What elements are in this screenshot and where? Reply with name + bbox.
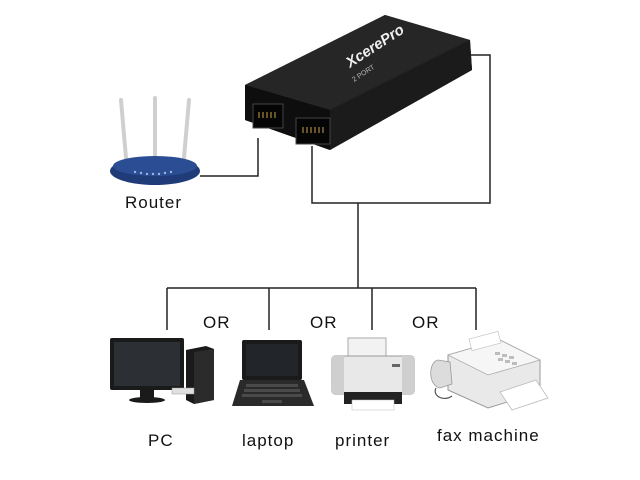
pc-label: PC xyxy=(148,431,174,450)
fax-machine-icon xyxy=(430,330,549,411)
laptop-label: laptop xyxy=(242,431,295,450)
port-right xyxy=(295,117,331,145)
port-left xyxy=(252,103,284,129)
printer-icon xyxy=(331,337,415,411)
fax-machine-label: fax machine xyxy=(437,426,540,445)
or-label-1: OR xyxy=(203,313,231,332)
router-link-line xyxy=(200,138,259,177)
laptop-icon xyxy=(232,340,314,406)
connection-lines xyxy=(166,54,491,330)
router-label: Router xyxy=(125,193,183,212)
pc-icon xyxy=(110,338,214,404)
printer-label: printer xyxy=(335,431,391,450)
splitter-right-line xyxy=(311,54,491,204)
splitter-device xyxy=(245,15,472,150)
or-label-3: OR xyxy=(412,313,440,332)
or-label-2: OR xyxy=(310,313,338,332)
router-icon xyxy=(110,96,200,185)
